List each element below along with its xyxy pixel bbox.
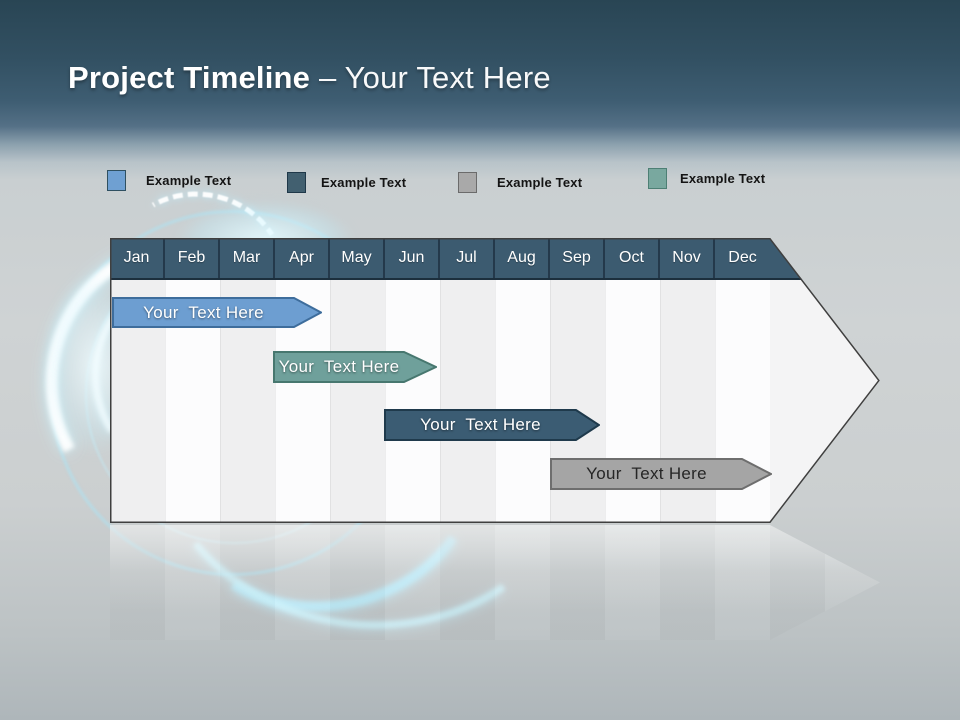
legend-item: Example Text bbox=[648, 166, 765, 190]
legend-item: Example Text bbox=[458, 170, 582, 194]
month-cell-oct: Oct bbox=[605, 238, 660, 278]
timeline-chart: Jan Feb Mar Apr May Jun Jul Aug Sep Oct … bbox=[110, 238, 880, 523]
month-cell-nov: Nov bbox=[660, 238, 715, 278]
month-cell-apr: Apr bbox=[275, 238, 330, 278]
gantt-bar-1: Your Text Here bbox=[112, 297, 322, 328]
month-header-row: Jan Feb Mar Apr May Jun Jul Aug Sep Oct … bbox=[110, 238, 880, 280]
month-cell-aug: Aug bbox=[495, 238, 550, 278]
legend-swatch bbox=[648, 167, 667, 189]
legend-swatch bbox=[458, 171, 477, 193]
month-cell-mar: Mar bbox=[220, 238, 275, 278]
page-title-bold: Project Timeline bbox=[68, 60, 311, 95]
gantt-bar-3: Your Text Here bbox=[384, 409, 600, 441]
gantt-bar-1-label: Your Text Here bbox=[143, 302, 264, 322]
gantt-bar-2: Your Text Here bbox=[273, 351, 437, 383]
month-cell-jan: Jan bbox=[110, 238, 165, 278]
legend-label: Example Text bbox=[321, 174, 407, 190]
legend-swatch bbox=[287, 171, 306, 193]
page-title: Project Timeline – Your Text Here bbox=[68, 60, 551, 96]
chart-reflection bbox=[110, 525, 880, 640]
page-title-rest: – Your Text Here bbox=[318, 60, 551, 95]
legend-item: Example Text bbox=[107, 168, 231, 192]
legend-swatch bbox=[107, 169, 126, 191]
month-cell-feb: Feb bbox=[165, 238, 220, 278]
gantt-bar-4: Your Text Here bbox=[550, 458, 772, 490]
month-cell-jul: Jul bbox=[440, 238, 495, 278]
gantt-bar-4-label: Your Text Here bbox=[586, 464, 707, 483]
legend-label: Example Text bbox=[146, 172, 232, 188]
month-cell-sep: Sep bbox=[550, 238, 605, 278]
month-cell-jun: Jun bbox=[385, 238, 440, 278]
legend-label: Example Text bbox=[497, 174, 583, 190]
legend-label: Example Text bbox=[680, 170, 766, 186]
month-cell-may: May bbox=[330, 238, 385, 278]
gantt-bar-2-label: Your Text Here bbox=[278, 357, 400, 376]
gantt-bar-3-label: Your Text Here bbox=[420, 415, 541, 434]
month-cell-dec: Dec bbox=[728, 249, 757, 266]
legend-item: Example Text bbox=[287, 170, 406, 194]
